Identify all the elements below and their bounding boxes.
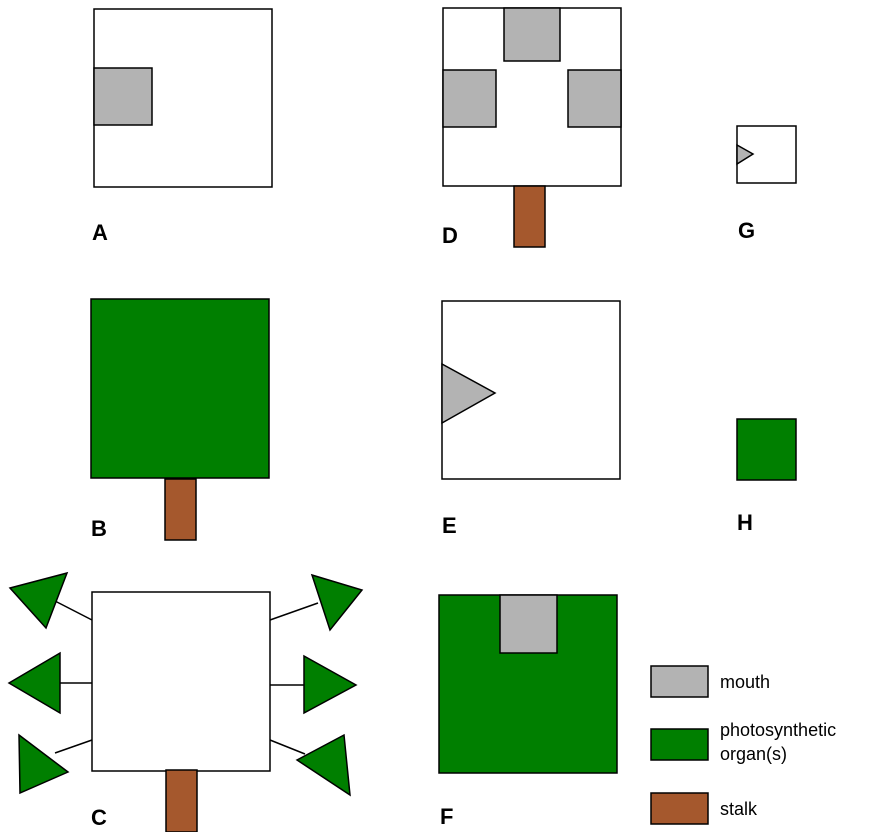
panel-e-label: E [442, 513, 457, 538]
panel-c-body [91, 591, 271, 772]
panel-c-arm-bottom-left [54, 739, 93, 754]
panel-c-arm-top-right [269, 602, 319, 621]
panel-d-stalk [513, 185, 546, 248]
panel-h-label: H [737, 510, 753, 535]
panel-b-label: B [91, 516, 107, 541]
panel-c-arm-top-left [54, 600, 93, 621]
panel-f-mouth [499, 594, 558, 654]
legend: mouth photosynthetic organ(s) stalk [650, 665, 836, 825]
panel-d-mouth-right [567, 69, 622, 128]
legend-photosynthetic-label-line2: organ(s) [720, 744, 787, 764]
panel-c-label: C [91, 805, 107, 830]
panel-a: A [92, 8, 273, 245]
panel-e: E [441, 300, 621, 538]
panel-b-photosynthetic-body [90, 298, 270, 479]
panel-d-label: D [442, 223, 458, 248]
panel-c-photosynthetic-organ-bottom-left [18, 733, 70, 795]
panel-f-label: F [440, 804, 453, 829]
panel-g-mouth [736, 143, 755, 166]
panel-c: C [7, 571, 364, 832]
legend-stalk-label: stalk [720, 799, 758, 819]
panel-a-mouth [93, 67, 153, 126]
legend-mouth-swatch [650, 665, 709, 698]
panel-c-photosynthetic-organ-mid-right [303, 654, 358, 715]
panel-c-photosynthetic-organ-top-right [310, 573, 364, 632]
panel-g-label: G [738, 218, 755, 243]
panel-c-photosynthetic-organ-top-left [8, 571, 69, 630]
panel-h: H [736, 418, 797, 535]
panel-g: G [736, 125, 797, 243]
panel-b: B [90, 298, 270, 541]
panel-c-photosynthetic-organ-mid-left [7, 651, 61, 715]
legend-photosynthetic-swatch [650, 728, 709, 761]
panel-e-mouth [441, 362, 497, 425]
panel-d-mouth-top [503, 7, 561, 62]
legend-photosynthetic-label-line1: photosynthetic [720, 720, 836, 740]
panel-d-mouth-left [442, 69, 497, 128]
panel-d: D [442, 7, 622, 248]
panel-a-label: A [92, 220, 108, 245]
panel-c-photosynthetic-organ-bottom-right [295, 733, 351, 797]
panel-f: F [438, 594, 618, 829]
panel-c-stalk [165, 769, 198, 832]
legend-stalk-swatch [650, 792, 709, 825]
panel-b-stalk [164, 478, 197, 541]
panel-h-photosynthetic-body [736, 418, 797, 481]
legend-mouth-label: mouth [720, 672, 770, 692]
panel-c-arm-bottom-right [269, 739, 306, 755]
